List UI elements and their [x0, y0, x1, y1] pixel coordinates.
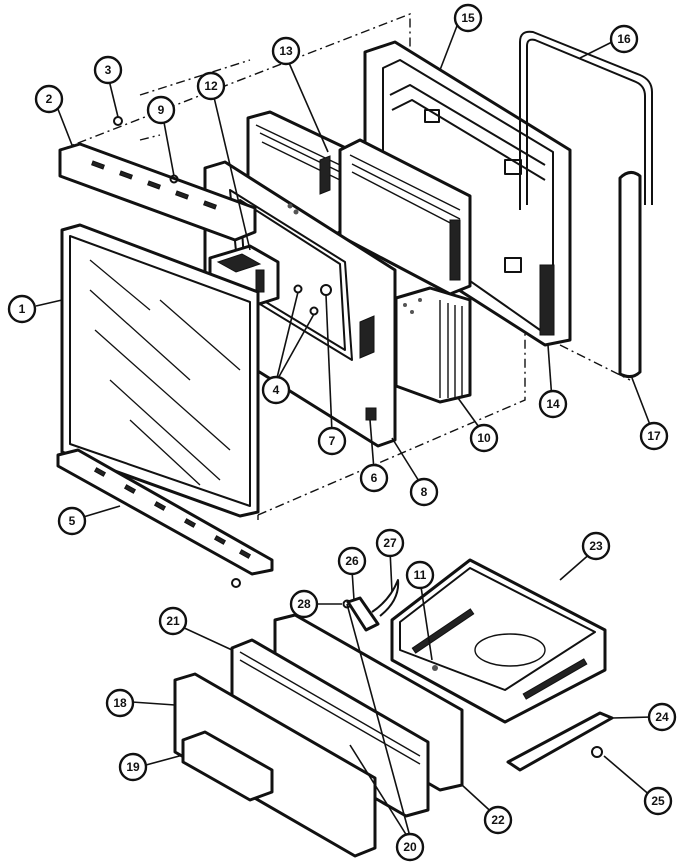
callout-17-label: 17: [647, 429, 661, 443]
callout-1-label: 1: [19, 302, 26, 316]
drawer-bracket-spring: [346, 579, 400, 632]
callout-19: 19: [118, 752, 148, 782]
callout-13-label: 13: [279, 44, 293, 58]
callout-9: 9: [146, 95, 176, 125]
side-trim-strip: [618, 171, 642, 379]
callout-10-label: 10: [477, 431, 491, 445]
callout-27: 27: [375, 528, 405, 558]
callout-11: 11: [405, 560, 435, 590]
callout-10: 10: [469, 423, 499, 453]
callout-3: 3: [93, 55, 123, 85]
callout-12-label: 12: [204, 79, 218, 93]
callout-26-label: 26: [345, 554, 359, 568]
callout-4: 4: [261, 375, 291, 405]
callout-21-label: 21: [166, 614, 180, 628]
callout-12: 12: [196, 71, 226, 101]
callout-21: 21: [158, 606, 188, 636]
callout-22: 22: [483, 805, 513, 835]
door-bottom-trim: [56, 448, 274, 576]
callout-27-label: 27: [383, 536, 397, 550]
callout-7-label: 7: [329, 434, 336, 448]
callout-5: 5: [57, 506, 87, 536]
callout-17: 17: [639, 421, 669, 451]
callout-8-label: 8: [421, 485, 428, 499]
callout-4-label: 4: [273, 383, 280, 397]
callout-19-label: 19: [126, 760, 140, 774]
storage-drawer-body: [390, 558, 607, 724]
outer-door-glass: [60, 223, 260, 518]
callout-15: 15: [453, 3, 483, 33]
callout-6-label: 6: [371, 471, 378, 485]
callout-3-label: 3: [105, 63, 112, 77]
drawer-rail: [506, 711, 614, 772]
callout-5-label: 5: [69, 514, 76, 528]
drawer-front-panel: [173, 672, 377, 858]
callout-28-label: 28: [297, 597, 311, 611]
callout-20-label: 20: [403, 840, 417, 854]
callout-2: 2: [34, 84, 64, 114]
door-gasket: [519, 30, 653, 210]
callout-25-label: 25: [651, 794, 665, 808]
callout-25: 25: [643, 786, 673, 816]
callout-20: 20: [395, 832, 425, 862]
callout-23: 23: [581, 531, 611, 561]
callout-7: 7: [317, 426, 347, 456]
door-top-vent-trim: [58, 142, 257, 242]
callout-8: 8: [409, 477, 439, 507]
callout-24-label: 24: [655, 710, 669, 724]
callout-6: 6: [359, 463, 389, 493]
callout-13: 13: [271, 36, 301, 66]
callout-23-label: 23: [589, 539, 603, 553]
callout-1: 1: [7, 294, 37, 324]
callout-2-label: 2: [46, 92, 53, 106]
callout-26: 26: [337, 546, 367, 576]
drawer-handle: [181, 730, 274, 802]
callout-16: 16: [609, 24, 639, 54]
callout-18: 18: [105, 688, 135, 718]
callout-28: 28: [289, 589, 319, 619]
callout-14: 14: [538, 389, 568, 419]
door-insulation: [394, 286, 472, 404]
callout-24: 24: [647, 702, 677, 732]
callout-14-label: 14: [546, 397, 560, 411]
callout-15-label: 15: [461, 11, 475, 25]
callout-18-label: 18: [113, 696, 127, 710]
callout-11-label: 11: [414, 568, 427, 582]
callout-22-label: 22: [491, 813, 505, 827]
callout-16-label: 16: [617, 32, 631, 46]
callout-9-label: 9: [158, 103, 165, 117]
